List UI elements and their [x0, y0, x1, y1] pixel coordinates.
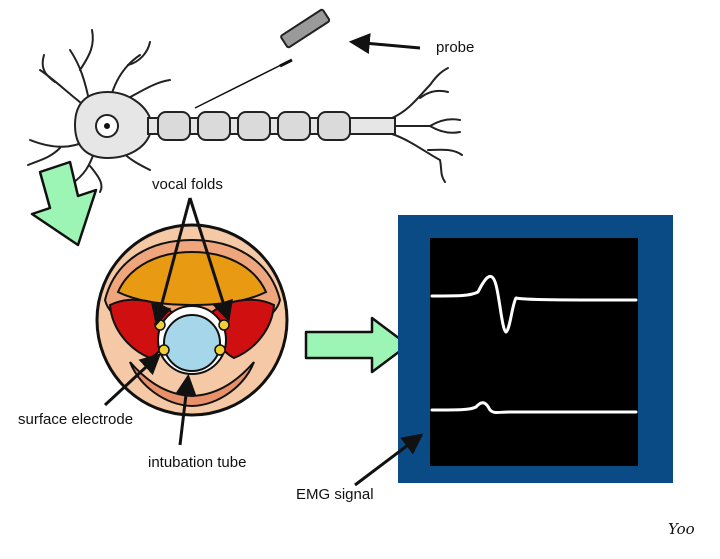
- probe-pointer-arrow: [348, 33, 421, 54]
- vocal-folds-label: vocal folds: [152, 176, 223, 193]
- surface-electrode-label: surface electrode: [18, 411, 134, 428]
- neuron-icon: [27, 29, 463, 193]
- green-right-arrow-icon: [304, 316, 410, 374]
- monitor-icon: [398, 215, 673, 483]
- emg-signal-pointer: [354, 433, 424, 487]
- probe-needle-icon: [194, 8, 331, 109]
- surface-electrode-pointer: [103, 353, 162, 407]
- intubation-tube-label: intubation tube: [148, 454, 247, 471]
- emg-trace-top: [430, 274, 638, 334]
- emg-trace-bottom: [430, 401, 638, 414]
- vocal-folds-pointer-left: [151, 197, 192, 327]
- larynx-icon: [95, 223, 289, 417]
- vocal-folds-pointer-right: [188, 197, 233, 323]
- intubation-tube-pointer: [175, 373, 197, 446]
- probe-label: probe: [436, 39, 475, 56]
- green-down-arrow-icon: [30, 160, 98, 247]
- signature-logo: Yoo: [668, 520, 695, 538]
- myelin-sheath: [157, 111, 351, 141]
- emg-signal-label: EMG signal: [296, 486, 374, 503]
